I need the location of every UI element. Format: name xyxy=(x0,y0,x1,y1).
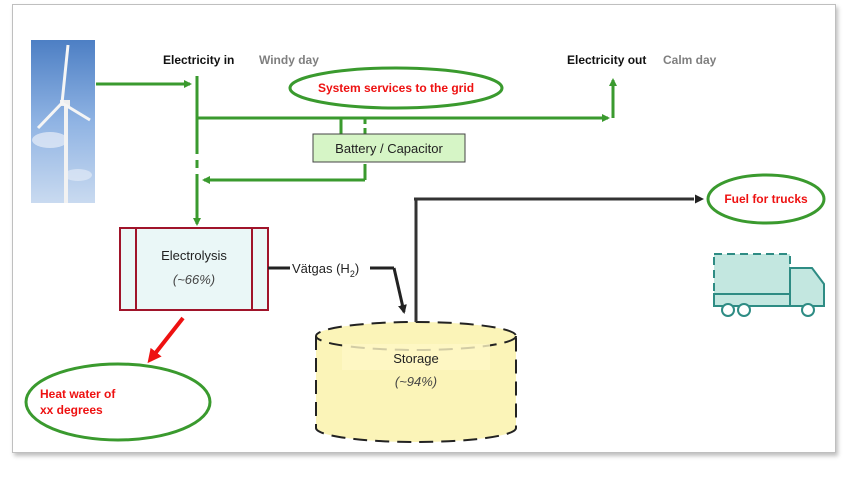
calm-day-label: Calm day xyxy=(663,53,717,67)
vatgas-subscript: 2 xyxy=(350,269,355,279)
heat-water-line2: xx degrees xyxy=(40,403,103,417)
system-services-bubble: System services to the grid xyxy=(288,66,504,110)
heat-water-bubble: Heat water of xx degrees xyxy=(24,362,212,442)
battery-label: Battery / Capacitor xyxy=(335,141,443,156)
fuel-trucks-label: Fuel for trucks xyxy=(724,192,808,206)
storage-efficiency: (~94%) xyxy=(395,374,437,389)
system-services-label: System services to the grid xyxy=(318,81,474,95)
electrolysis-efficiency: (~66%) xyxy=(173,272,215,287)
vatgas-close: ) xyxy=(355,261,359,276)
electrolysis-box: Electrolysis (~66%) xyxy=(119,227,269,311)
electricity-out-label: Electricity out xyxy=(567,53,646,67)
hydrogen-flow: Vätgas (H2) xyxy=(268,261,407,314)
windy-day-label: Windy day xyxy=(259,53,319,67)
vatgas-label: Vätgas (H xyxy=(292,261,350,276)
heat-arrow xyxy=(147,316,185,364)
battery-box: Battery / Capacitor xyxy=(312,133,466,163)
storage-label: Storage xyxy=(393,351,439,366)
electricity-in-label: Electricity in xyxy=(163,53,234,67)
truck-icon xyxy=(713,253,825,317)
wind-turbine-icon xyxy=(31,40,95,203)
svg-text:Vätgas (H2): Vätgas (H2) xyxy=(292,261,359,279)
electrolysis-label: Electrolysis xyxy=(161,248,227,263)
heat-water-line1: Heat water of xyxy=(40,387,116,401)
storage-tank: Storage (~94%) xyxy=(315,321,517,443)
fuel-flow xyxy=(414,194,704,322)
fuel-trucks-bubble: Fuel for trucks xyxy=(706,173,826,225)
